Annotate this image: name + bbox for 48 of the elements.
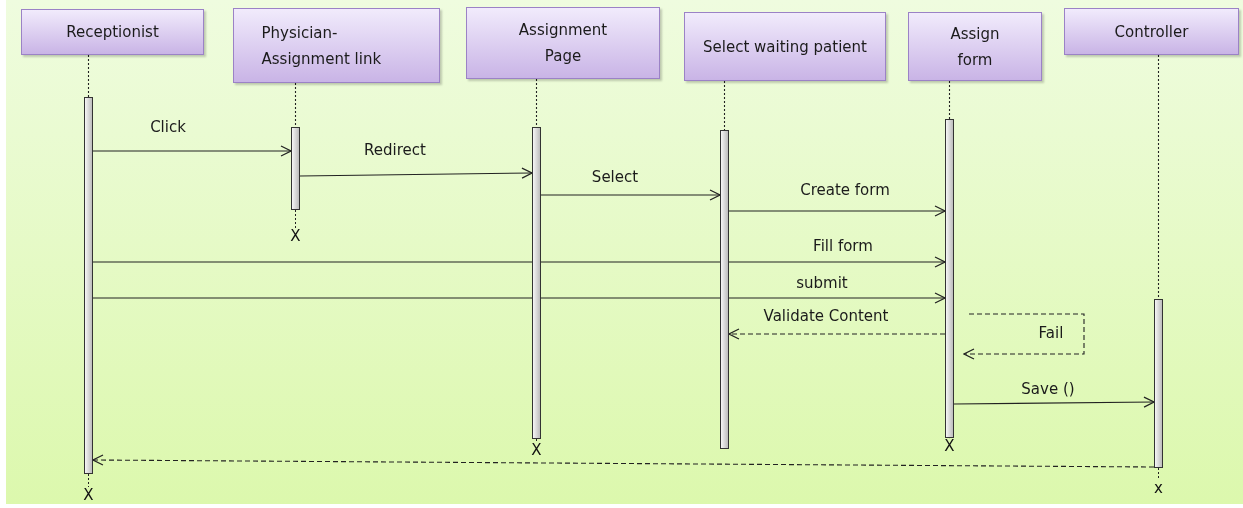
- destruction-mark: X: [83, 486, 94, 504]
- message-arrow: [92, 256, 946, 268]
- lifeline-name: Receptionist: [65, 22, 160, 43]
- return-arrow: [963, 313, 1085, 360]
- message-label: Click: [150, 118, 186, 136]
- message-label: Save (): [1021, 380, 1075, 398]
- destruction-mark: X: [290, 227, 301, 245]
- message-label: Validate Content: [763, 307, 889, 325]
- activation-bar: [720, 130, 729, 449]
- lifeline: [723, 80, 726, 131]
- message-label: Create form: [800, 181, 890, 199]
- lifeline-name: Assign form: [949, 23, 1001, 71]
- return-arrow: [728, 328, 946, 340]
- activation-bar: [1154, 299, 1163, 468]
- message-label: Select: [591, 168, 639, 186]
- message-label: Redirect: [364, 141, 426, 159]
- activation-bar: [84, 97, 93, 474]
- message-arrow: [92, 145, 292, 157]
- lifeline-header: [908, 12, 1042, 81]
- message-label: Fill form: [813, 237, 873, 255]
- lifeline-header: [233, 8, 440, 83]
- message-arrow: [92, 292, 946, 304]
- activation-bar: [945, 119, 954, 438]
- message-arrow: [728, 205, 946, 217]
- destruction-mark: x: [1154, 479, 1163, 497]
- message-arrow: [953, 396, 1155, 408]
- lifeline-header: [466, 7, 660, 79]
- lifeline: [948, 80, 951, 120]
- lifeline: [87, 54, 90, 98]
- lifeline-name: Select waiting patient: [702, 36, 868, 58]
- activation-bar: [532, 127, 541, 439]
- destruction-mark: X: [944, 437, 955, 455]
- lifeline-header: [684, 12, 886, 81]
- return-arrow: [92, 454, 1155, 468]
- message-arrow: [540, 189, 721, 201]
- message-label: submit: [796, 274, 848, 292]
- lifeline-name: Assignment Page: [517, 20, 609, 67]
- message-label: Fail: [1038, 324, 1064, 342]
- activation-bar: [291, 127, 300, 210]
- lifeline: [1157, 54, 1160, 300]
- message-arrow: [299, 167, 533, 179]
- lifeline-name: Physician- Assignment link: [260, 22, 383, 70]
- destruction-mark: X: [531, 441, 542, 459]
- lifeline-name: Controller: [1113, 21, 1190, 43]
- lifeline: [535, 78, 538, 128]
- lifeline-header: [1064, 8, 1239, 55]
- lifeline-header: [21, 9, 204, 55]
- lifeline: [294, 82, 297, 128]
